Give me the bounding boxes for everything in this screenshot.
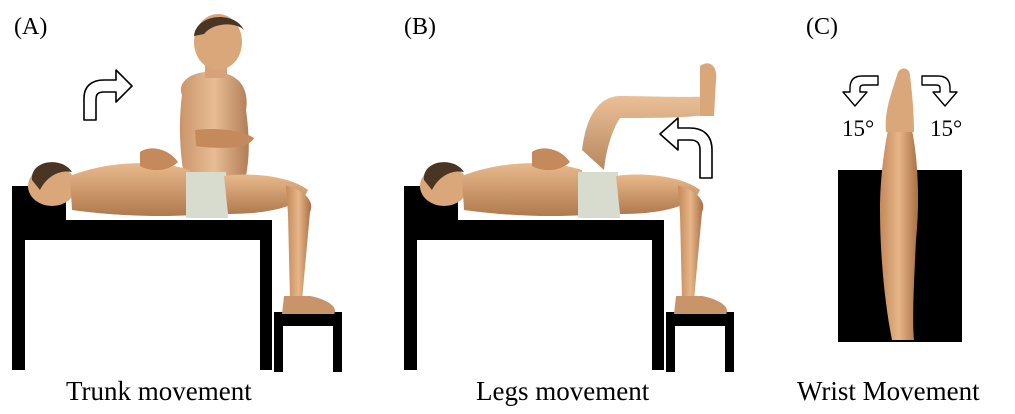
caption-wrist-movement: Wrist Movement: [797, 376, 980, 407]
wrist-angle-left: 15°: [842, 116, 874, 142]
rotate-right-arrow-c: [922, 76, 957, 106]
rotate-left-arrow-c: [843, 76, 878, 106]
panel-a-figure: [12, 14, 342, 372]
panel-b-figure: [404, 63, 734, 372]
wrist-angle-right: 15°: [930, 116, 962, 142]
stool-a: [274, 312, 342, 372]
forearm-hand-c: [880, 69, 918, 340]
raised-legs-b: [582, 63, 716, 170]
caption-trunk-movement: Trunk movement: [66, 376, 252, 407]
panel-c-figure: [838, 69, 962, 342]
caption-legs-movement: Legs movement: [476, 376, 649, 407]
upright-torso-a: [180, 14, 254, 185]
stool-b: [666, 312, 734, 372]
curved-arrow-up-left-b: [660, 118, 712, 178]
curved-arrow-up-right-a: [84, 70, 132, 120]
